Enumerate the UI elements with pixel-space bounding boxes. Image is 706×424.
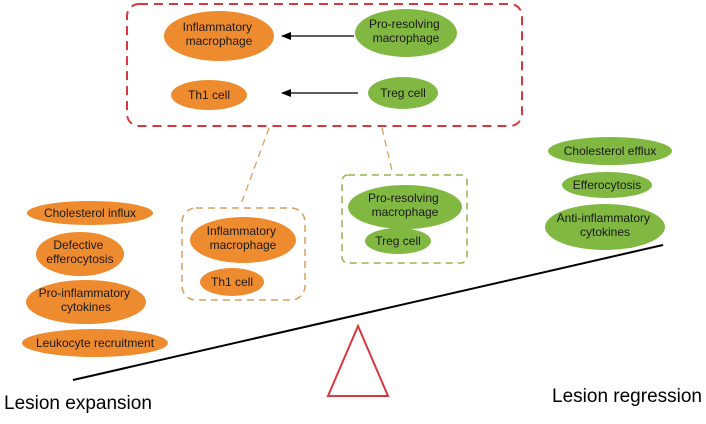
mid-pro-resolving-macrophage-node xyxy=(348,185,462,229)
lesion-regression-label: Lesion regression xyxy=(552,386,702,407)
cholesterol-efflux-node xyxy=(548,137,672,165)
top-th1-cell-label: Th1 cell xyxy=(188,88,230,102)
top-inflammatory-macrophage-node xyxy=(164,11,274,61)
cholesterol-influx-label: Cholesterol influx xyxy=(44,206,136,220)
fulcrum-triangle xyxy=(326,323,390,397)
anti-inflammatory-cytokines-line2: cytokines xyxy=(580,225,630,239)
mid-left-box xyxy=(181,207,306,301)
defective-efferocytosis-line2: efferocytosis xyxy=(46,252,113,266)
pro-inflammatory-cytokines-line2: cytokines xyxy=(61,300,111,314)
connector-top-to-mid-left xyxy=(239,127,270,208)
mid-right-box xyxy=(341,174,468,264)
connector-top-to-mid-right xyxy=(381,127,394,176)
cholesterol-efflux-label: Cholesterol efflux xyxy=(564,144,657,158)
top-th1-cell-node xyxy=(171,80,247,110)
pro-inflammatory-cytokines-label: Pro-inflammatory cytokines xyxy=(39,286,134,314)
mid-pro-resolving-macrophage-line2: macrophage xyxy=(372,205,439,219)
mid-treg-cell-label: Treg cell xyxy=(375,234,421,248)
efferocytosis-node xyxy=(562,172,652,198)
top-inflammatory-macrophage-label: Inflammatory macrophage xyxy=(183,20,256,48)
cholesterol-influx-node xyxy=(27,201,153,225)
balance-beam xyxy=(72,244,664,381)
top-pro-resolving-macrophage-line2: macrophage xyxy=(373,31,440,45)
top-inflammatory-macrophage-line2: macrophage xyxy=(186,34,253,48)
anti-inflammatory-cytokines-line1: Anti-inflammatory xyxy=(557,211,650,225)
defective-efferocytosis-node xyxy=(36,232,124,276)
top-pro-resolving-macrophage-label: Pro-resolving macrophage xyxy=(369,17,443,45)
anti-inflammatory-cytokines-label: Anti-inflammatory cytokines xyxy=(557,211,654,239)
top-treg-cell-label: Treg cell xyxy=(380,86,426,100)
mid-th1-cell-node xyxy=(200,268,264,296)
efferocytosis-label: Efferocytosis xyxy=(573,178,641,192)
defective-efferocytosis-line1: Defective xyxy=(53,238,103,252)
mid-treg-cell-node xyxy=(365,228,431,254)
top-inflammatory-macrophage-line1: Inflammatory xyxy=(183,20,252,34)
mid-inflammatory-macrophage-line2: macrophage xyxy=(210,238,277,252)
mid-inflammatory-macrophage-node xyxy=(190,217,296,263)
mid-pro-resolving-macrophage-label: Pro-resolving macrophage xyxy=(368,191,442,219)
top-treg-cell-node xyxy=(368,77,438,109)
lesion-expansion-label: Lesion expansion xyxy=(4,393,152,414)
top-pro-resolving-macrophage-line1: Pro-resolving xyxy=(369,17,440,31)
mid-th1-cell-label: Th1 cell xyxy=(211,275,253,289)
anti-inflammatory-cytokines-node xyxy=(545,204,665,250)
pro-inflammatory-cytokines-line1: Pro-inflammatory xyxy=(39,286,130,300)
pro-inflammatory-cytokines-node xyxy=(26,280,146,324)
top-pro-resolving-macrophage-node xyxy=(355,9,457,57)
mid-inflammatory-macrophage-line1: Inflammatory xyxy=(207,224,276,238)
mid-inflammatory-macrophage-label: Inflammatory macrophage xyxy=(207,224,280,252)
defective-efferocytosis-label: Defective efferocytosis xyxy=(46,238,113,266)
top-comparison-box xyxy=(126,3,523,127)
leukocyte-recruitment-label: Leukocyte recruitment xyxy=(36,336,155,350)
mid-pro-resolving-macrophage-line1: Pro-resolving xyxy=(368,191,439,205)
leukocyte-recruitment-node xyxy=(22,329,168,357)
